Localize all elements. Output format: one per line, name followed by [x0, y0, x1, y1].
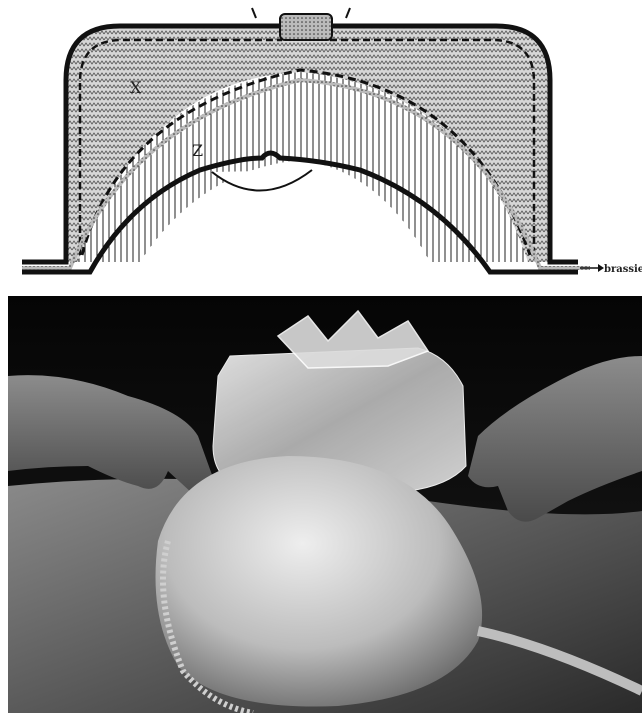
brassiere-label: brassiere	[604, 264, 642, 275]
cap-mark-left	[252, 8, 256, 18]
label-z: Z	[192, 141, 203, 160]
label-x: X	[130, 78, 142, 97]
ice-cap	[280, 14, 332, 40]
areola-outline	[212, 170, 312, 191]
cross-section-diagram: X Z brassiere	[0, 0, 642, 288]
photograph	[8, 296, 642, 713]
cap-mark-right	[346, 8, 350, 18]
